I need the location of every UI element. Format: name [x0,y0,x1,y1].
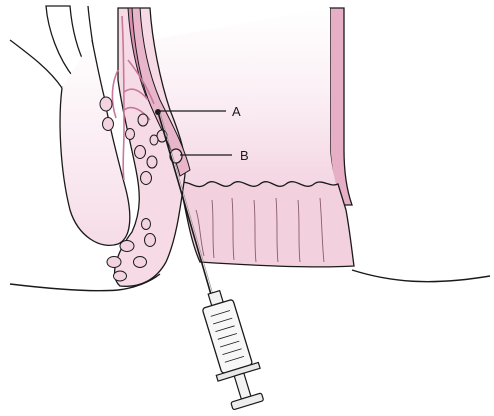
skin-contour [10,270,490,291]
syringe [193,286,270,412]
label-a: A [232,104,241,119]
label-b: B [240,148,249,163]
anal-canal-mucosa [180,182,354,267]
